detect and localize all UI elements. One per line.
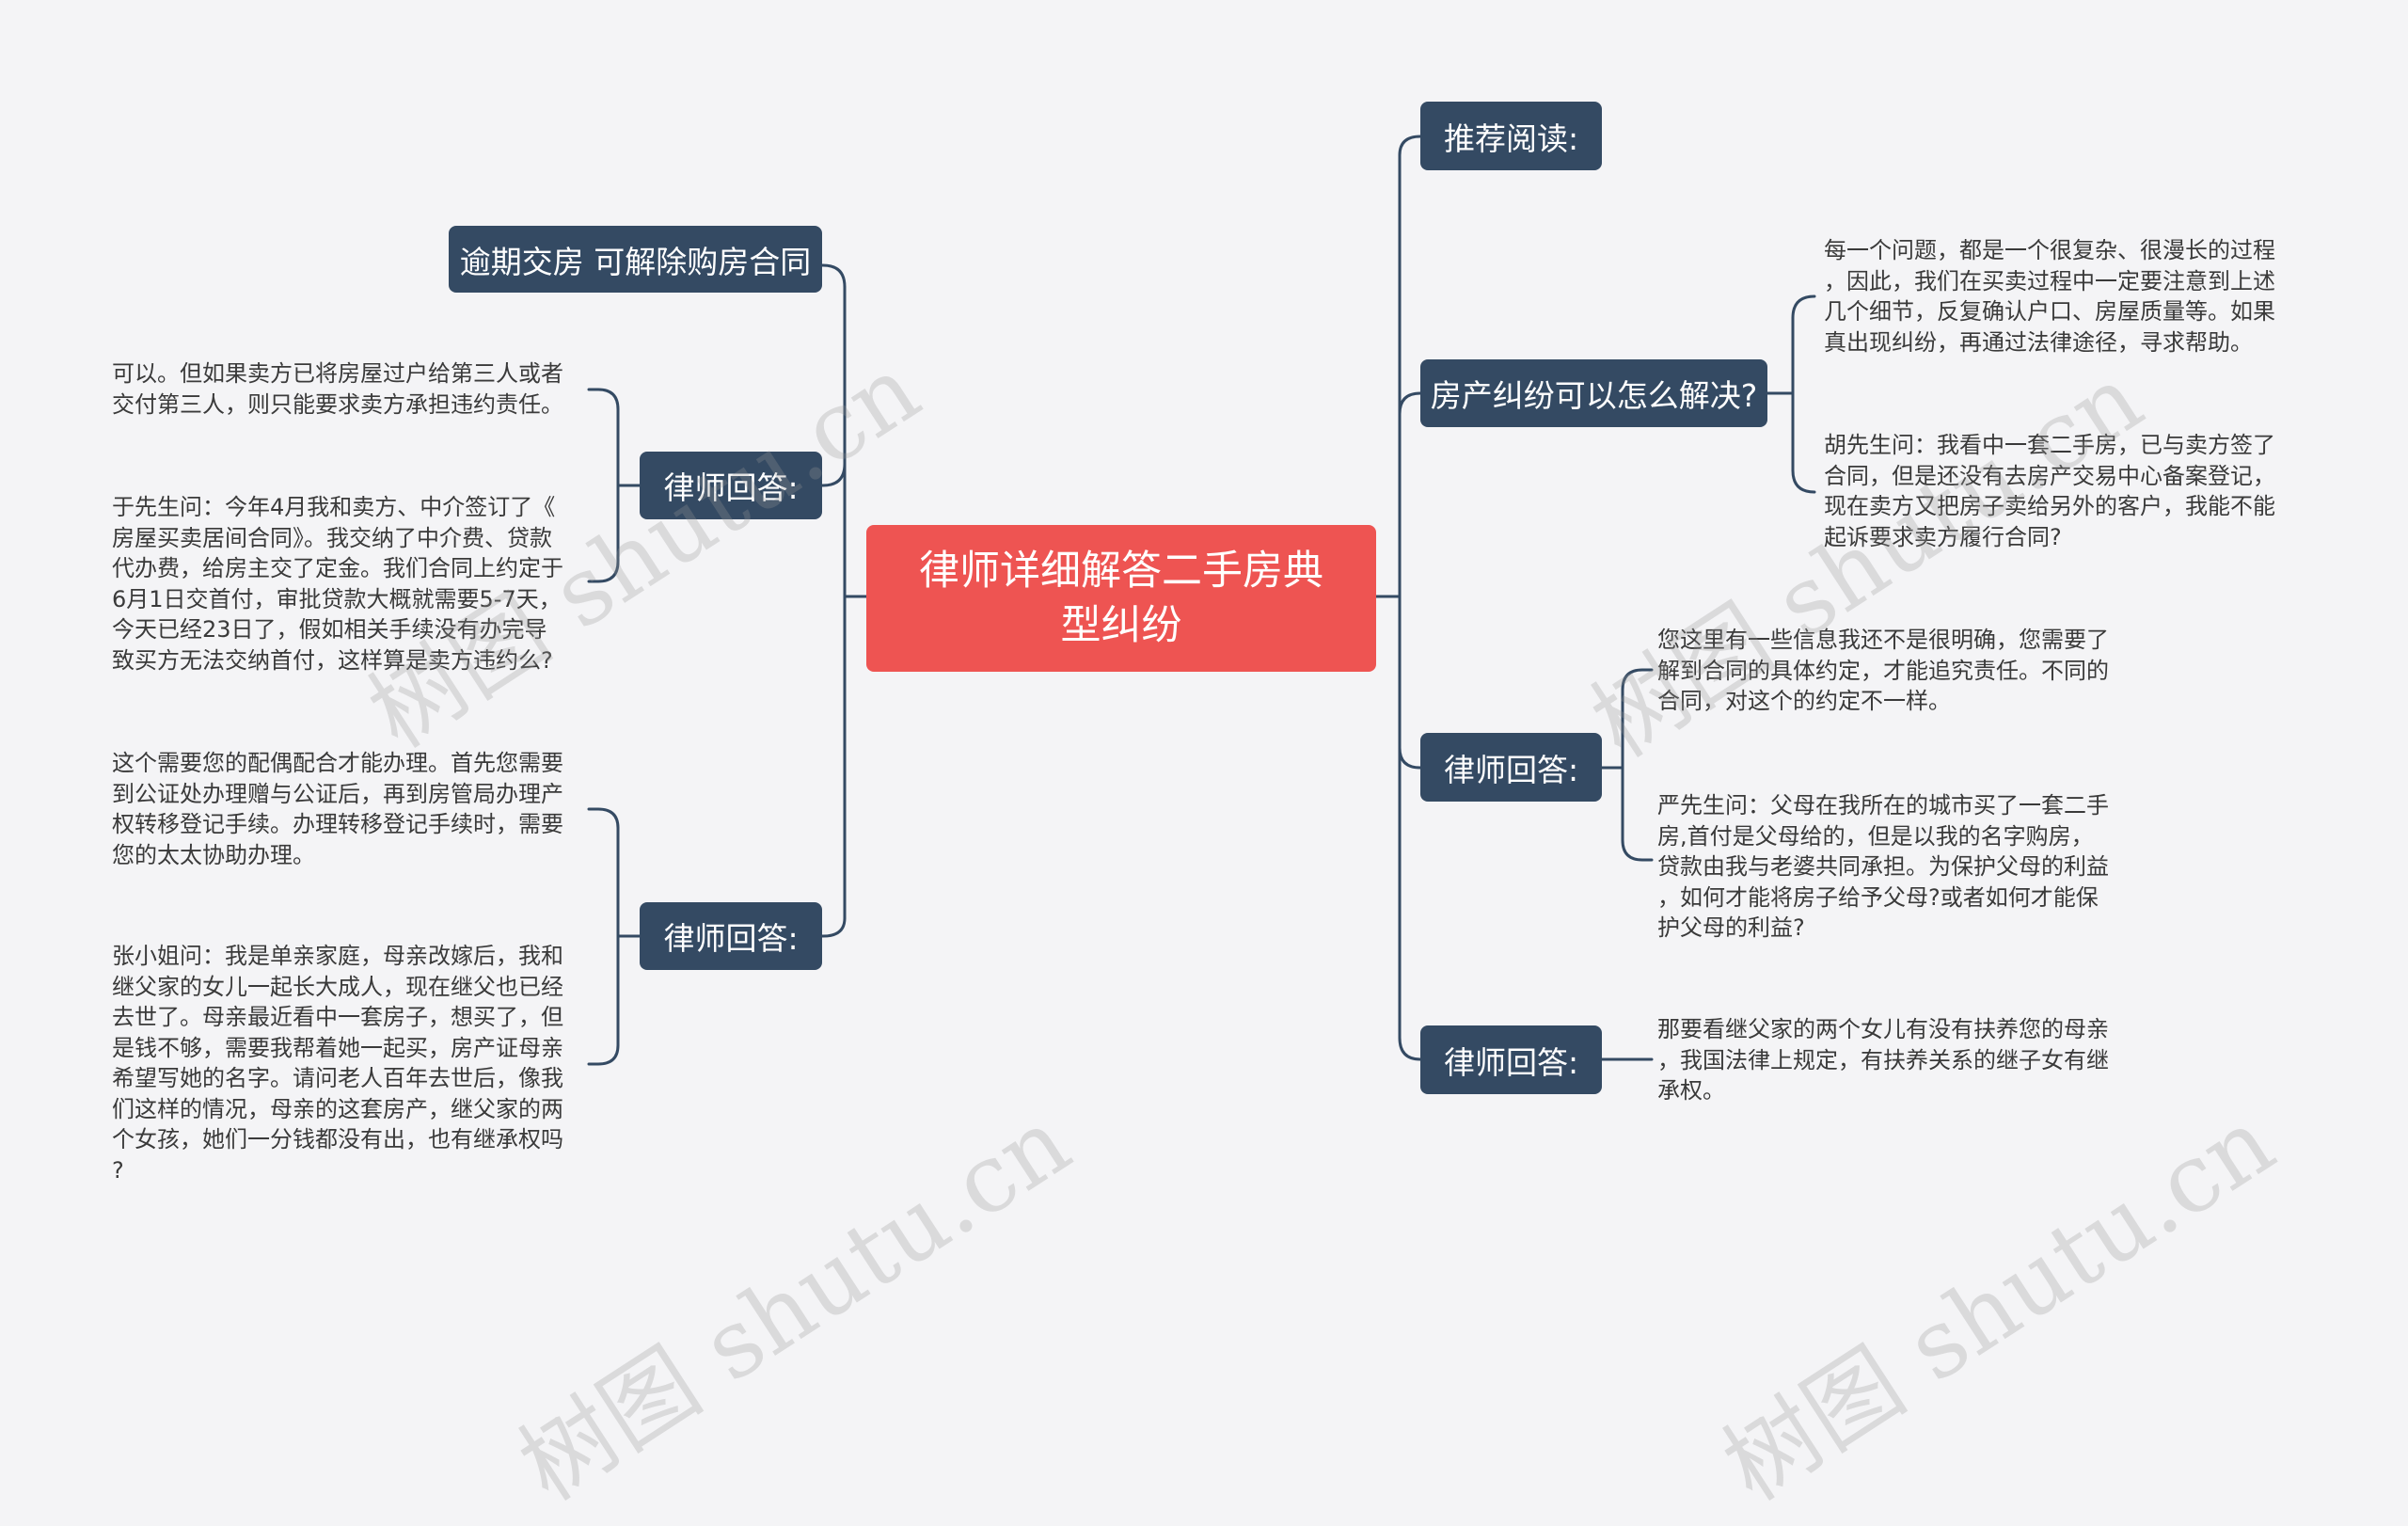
lawyer-answer-node-right-4[interactable]: 律师回答:	[1420, 1025, 1602, 1094]
topic-recommended-reading[interactable]: 推荐阅读:	[1420, 102, 1602, 170]
topic-dispute-resolution-label: 房产纠纷可以怎么解决?	[1430, 377, 1758, 414]
leaf-text-question-hu: 胡先生问：我看中一套二手房，已与卖方签了 合同，但是还没有去房产交易中心备案登记…	[1824, 432, 2275, 550]
leaf-text-contract-terms: 您这里有一些信息我还不是很明确，您需要了 解到合同的具体约定，才能追究责任。不同…	[1657, 627, 2109, 714]
leaf-text-question-yan: 严先生问：父母在我所在的城市买了一套二手 房,首付是父母给的，但是以我的名字购房…	[1657, 792, 2109, 941]
topic-overdue-delivery-label: 逾期交房 可解除购房合同	[459, 243, 812, 280]
leaf-text-question-zhang: 张小姐问：我是单亲家庭，母亲改嫁后，我和 继父家的女儿一起长大成人，现在继父也已…	[112, 943, 563, 1184]
topic-dispute-resolution[interactable]: 房产纠纷可以怎么解决?	[1420, 359, 1767, 427]
lawyer-answer-label: 律师回答:	[663, 469, 799, 506]
leaf-text-breach-liability: 可以。但如果卖方已将房屋过户给第三人或者 交付第三人，则只能要求卖方承担违约责任…	[112, 360, 563, 418]
topic-recommended-reading-label: 推荐阅读:	[1443, 119, 1579, 157]
root-topic[interactable]: 律师详细解答二手房典型纠纷	[866, 525, 1376, 672]
lawyer-answer-label: 律师回答:	[1443, 751, 1579, 788]
lawyer-answer-label: 律师回答:	[1443, 1043, 1579, 1081]
leaf-text-process-advice: 每一个问题，都是一个很复杂、很漫长的过程 ，因此，我们在买卖过程中一定要注意到上…	[1824, 237, 2275, 356]
lawyer-answer-node-right-3[interactable]: 律师回答:	[1420, 733, 1602, 802]
connector-lines	[587, 135, 1816, 1066]
leaf-text-question-yu: 于先生问：今年4月我和卖方、中介签订了《 房屋买卖居间合同》。我交纳了中介费、贷…	[112, 494, 563, 674]
leaf-text-spouse-cooperation: 这个需要您的配偶配合才能办理。首先您需要 到公证处办理赠与公证后，再到房管局办理…	[112, 750, 563, 868]
topic-overdue-delivery[interactable]: 逾期交房 可解除购房合同	[449, 226, 822, 293]
lawyer-answer-label: 律师回答:	[663, 920, 799, 957]
lawyer-answer-node-left-1[interactable]: 律师回答:	[640, 452, 822, 519]
root-title: 律师详细解答二手房典型纠纷	[919, 548, 1323, 649]
lawyer-answer-node-left-2[interactable]: 律师回答:	[640, 902, 822, 970]
mind-map-canvas: 律师详细解答二手房典型纠纷 逾期交房 可解除购房合同 律师回答: 可以。但如果卖…	[112, 102, 2292, 1521]
leaf-text-inheritance-rights: 那要看继父家的两个女儿有没有扶养您的母亲 ，我国法律上规定，有扶养关系的继子女有…	[1657, 1016, 2109, 1104]
